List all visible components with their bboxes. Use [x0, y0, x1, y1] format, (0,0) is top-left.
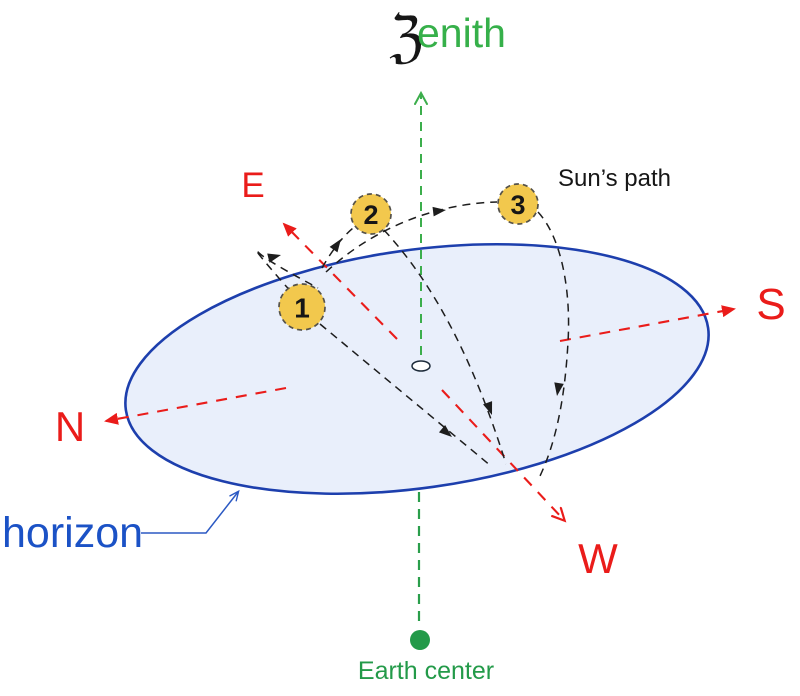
- east-direction-line: [282, 222, 398, 340]
- north-direction-line: [104, 386, 287, 425]
- north-label: N: [55, 403, 85, 450]
- zenith-label: enith: [417, 10, 506, 56]
- sun-3-disk: [497, 183, 539, 225]
- path1-loop-arrow-icon: [267, 250, 283, 263]
- sun-path-3-rising: [325, 201, 498, 273]
- observer-marker: [411, 360, 431, 372]
- earth-center-dot: [410, 630, 430, 650]
- east-label: E: [241, 166, 264, 205]
- sun-path-1-underground: [319, 323, 492, 467]
- sun-2-number: 2: [363, 200, 378, 230]
- sun-2-disk: [350, 193, 392, 235]
- south-direction-line: [559, 305, 736, 343]
- sun-1-number: 1: [294, 293, 310, 324]
- sun-path-3-setting: [537, 211, 570, 477]
- west-label: W: [578, 535, 618, 582]
- sun-path-2-setting: [383, 229, 507, 465]
- earth-center-label: Earth center: [358, 657, 494, 685]
- sun-3-number: 3: [510, 190, 525, 220]
- horizon-label: horizon: [2, 509, 143, 557]
- sun-markers: 1 2 3: [278, 183, 539, 331]
- horizon-leader-line: [141, 489, 240, 534]
- suns-path-label: Sun’s path: [558, 165, 671, 192]
- sun-1-disk: [278, 283, 326, 331]
- path3-rise-arrow-icon: [432, 205, 447, 217]
- zenith-label-initial: ℨ: [389, 5, 424, 70]
- south-label: S: [756, 280, 785, 329]
